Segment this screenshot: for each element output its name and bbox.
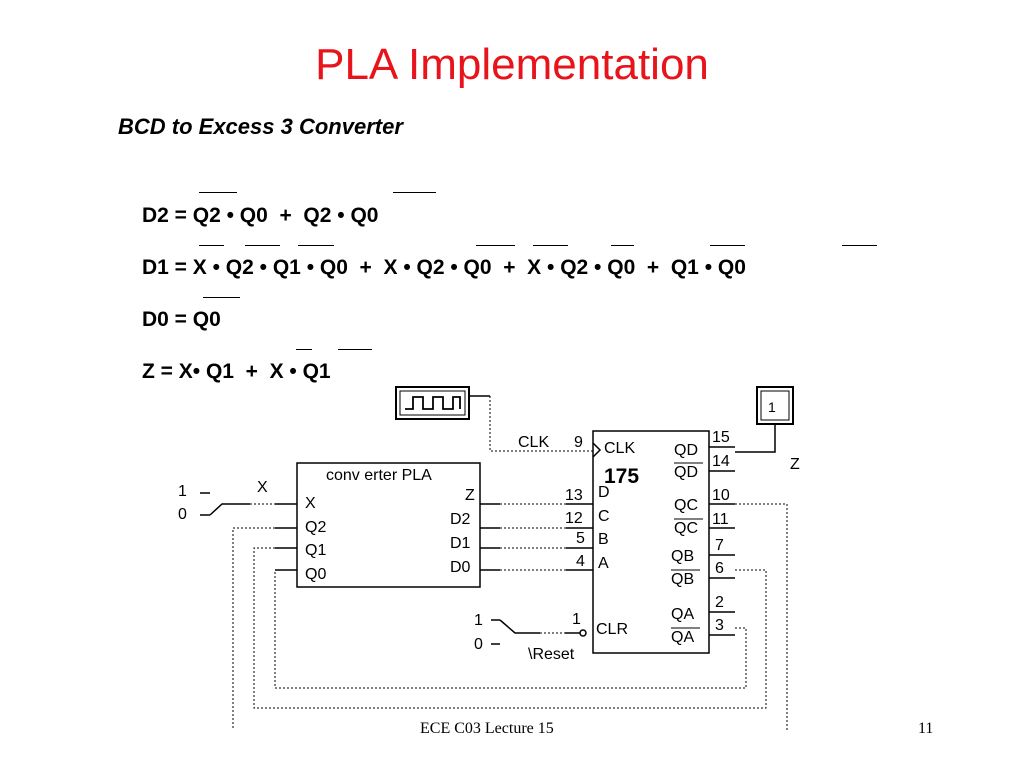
chip-input-pins <box>566 503 593 571</box>
footer-page-number: 11 <box>918 720 934 737</box>
pla-chip-wires <box>500 503 566 571</box>
output-probe: 1 <box>735 386 794 453</box>
overbar <box>710 245 745 246</box>
footer-course: ECE C03 Lecture 15 <box>420 720 554 737</box>
overbar <box>533 245 568 246</box>
overbar <box>199 245 224 246</box>
chip-output-pins <box>709 446 735 636</box>
x-switch-low: 0 <box>178 506 187 523</box>
pin-7: 7 <box>715 537 724 554</box>
overbar <box>298 245 334 246</box>
overbar <box>842 245 877 246</box>
overbar <box>199 192 237 193</box>
pla-input-q1: Q1 <box>305 542 326 559</box>
pin-14: 14 <box>712 453 730 470</box>
clock-source <box>395 386 490 420</box>
pin-12: 12 <box>565 510 583 527</box>
reset-switch[interactable] <box>491 619 580 645</box>
pla-output-d0: D0 <box>450 559 471 576</box>
slide-title: PLA Implementation <box>315 40 709 89</box>
chip-input-b: B <box>598 531 609 548</box>
overbar <box>476 245 515 246</box>
reset-switch-low: 0 <box>474 636 483 653</box>
chip-output-qd: QD <box>674 442 698 459</box>
equation-z: Z = X• Q1 + X • Q1 <box>142 360 331 383</box>
pin-2: 2 <box>715 594 724 611</box>
pin-4: 4 <box>576 553 585 570</box>
overbar <box>203 297 240 298</box>
chip-output-qc-bar: QC <box>674 520 698 537</box>
pin-13: 13 <box>565 487 583 504</box>
x-switch-label: X <box>257 479 268 496</box>
reset-label: \Reset <box>528 646 575 663</box>
clk-label: CLK <box>518 434 549 451</box>
pla-output-d2: D2 <box>450 511 471 528</box>
pin-11: 11 <box>712 511 729 528</box>
converter-pla: conv erter PLA X Q2 Q1 Q0 Z D2 D1 D0 <box>296 462 481 588</box>
pla-output-z: Z <box>465 487 475 504</box>
pla-output-d1: D1 <box>450 535 471 552</box>
pin-6: 6 <box>715 560 724 577</box>
pla-pins <box>275 503 500 571</box>
chip-input-d: D <box>598 484 610 501</box>
chip-output-qb-bar: QB <box>671 571 694 588</box>
clr-pin: 1 <box>572 611 581 628</box>
pla-input-q2: Q2 <box>305 519 326 536</box>
overbar <box>393 192 436 193</box>
equation-d1: D1 = X • Q2 • Q1 • Q0 + X • Q2 • Q0 + X … <box>142 256 746 279</box>
chip-output-qa: QA <box>671 606 694 623</box>
overbar <box>611 245 634 246</box>
overbar <box>245 245 280 246</box>
clk-pin: 9 <box>574 434 583 451</box>
feedback-wires <box>232 503 788 730</box>
pin-3: 3 <box>715 617 724 634</box>
chip-output-qd-bar: QD <box>674 464 698 481</box>
pla-input-x: X <box>305 495 316 512</box>
equation-d2: D2 = Q2 • Q0 + Q2 • Q0 <box>142 204 379 227</box>
chip-clr-label: CLR <box>596 621 628 638</box>
pla-title: conv erter PLA <box>326 467 432 484</box>
chip-175: CLK 175 D C B A QD QD QC QC QB QB QA QA … <box>579 430 710 654</box>
chip-output-qb: QB <box>671 548 694 565</box>
pin-10: 10 <box>712 487 730 504</box>
overbar <box>338 349 372 350</box>
x-switch-high: 1 <box>178 483 187 500</box>
chip-number: 175 <box>604 465 639 488</box>
output-z-label: Z <box>790 456 800 473</box>
chip-output-qc: QC <box>674 497 698 514</box>
probe-value: 1 <box>768 399 776 415</box>
x-switch[interactable] <box>200 492 275 516</box>
equation-d0: D0 = Q0 <box>142 308 221 331</box>
slide-subtitle: BCD to Excess 3 Converter <box>118 114 403 139</box>
chip-clk-label: CLK <box>604 440 635 457</box>
overbar <box>296 349 312 350</box>
chip-input-c: C <box>598 508 610 525</box>
pin-15: 15 <box>712 429 730 446</box>
pin-5: 5 <box>576 530 585 547</box>
chip-input-a: A <box>598 555 609 572</box>
reset-switch-high: 1 <box>474 612 483 629</box>
chip-output-qa-bar: QA <box>671 629 694 646</box>
pla-input-q0: Q0 <box>305 566 326 583</box>
